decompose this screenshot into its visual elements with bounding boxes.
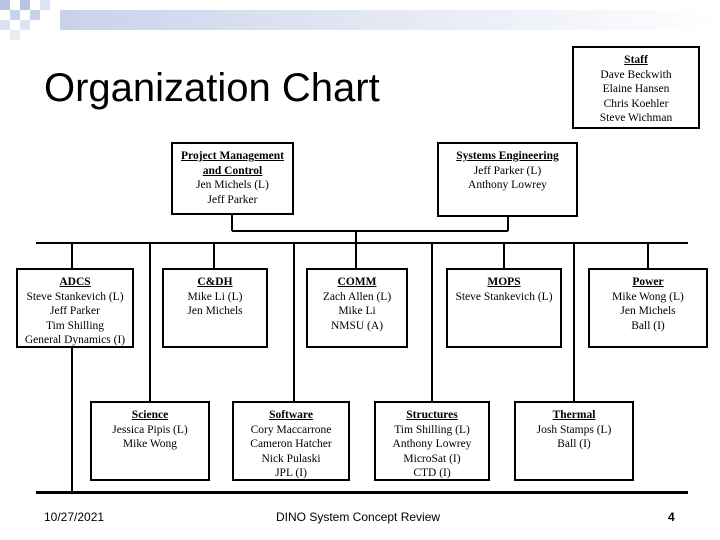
software-box: Software Cory Maccarrone Cameron Hatcher… [232, 401, 350, 481]
structures-member: CTD (I) [413, 467, 451, 479]
software-member: Cory Maccarrone [250, 423, 332, 436]
project-management-heading-1: Project Management [181, 150, 284, 162]
power-member: Jen Michels [620, 305, 676, 317]
science-heading: Science [131, 409, 169, 421]
cdh-member: Jen Michels [187, 305, 243, 317]
thermal-box: Thermal Josh Stamps (L) Ball (I) [514, 401, 634, 481]
structures-heading: Structures [406, 409, 458, 421]
power-member: Mike Wong (L) [612, 290, 684, 303]
science-member: Jessica Pipis (L) [112, 423, 188, 436]
systems-engineering-member: Jeff Parker (L) [473, 164, 542, 177]
power-member: Ball (I) [631, 319, 665, 332]
thermal-member: Josh Stamps (L) [536, 423, 612, 436]
thermal-member: Ball (I) [557, 438, 591, 450]
structures-member: MicroSat (I) [403, 452, 461, 465]
cdh-member: Mike Li (L) [187, 290, 243, 303]
comm-box: COMM Zach Allen (L) Mike Li NMSU (A) [306, 268, 408, 348]
staff-member: Chris Koehler [603, 97, 669, 110]
science-box: Science Jessica Pipis (L) Mike Wong [90, 401, 210, 481]
adcs-member: Jeff Parker [50, 305, 100, 317]
comm-member: NMSU (A) [330, 319, 384, 332]
systems-engineering-box: Systems Engineering Jeff Parker (L) Anth… [437, 142, 578, 217]
power-heading: Power [632, 276, 664, 288]
adcs-heading: ADCS [59, 276, 91, 288]
power-box: Power Mike Wong (L) Jen Michels Ball (I) [588, 268, 708, 348]
adcs-member: General Dynamics (I) [24, 334, 126, 346]
project-management-member: Jeff Parker [207, 193, 258, 206]
cdh-box: C&DH Mike Li (L) Jen Michels [162, 268, 268, 348]
thermal-heading: Thermal [552, 409, 596, 421]
project-management-box: Project Management and Control Jen Miche… [171, 142, 294, 215]
staff-heading: Staff [624, 54, 648, 66]
mops-box: MOPS Steve Stankevich (L) [446, 268, 562, 348]
software-member: Nick Pulaski [261, 452, 321, 465]
software-heading: Software [269, 409, 313, 421]
systems-engineering-member: Anthony Lowrey [468, 179, 547, 191]
project-management-heading-2: and Control [202, 164, 263, 177]
staff-member: Steve Wichman [599, 112, 673, 124]
page-title: Organization Chart [44, 66, 380, 110]
structures-member: Anthony Lowrey [392, 438, 472, 450]
adcs-member: Tim Shilling [45, 319, 105, 332]
project-management-member: Jen Michels (L) [196, 179, 269, 191]
corner-decoration [0, 0, 720, 40]
structures-box: Structures Tim Shilling (L) Anthony Lowr… [374, 401, 490, 481]
staff-box: Staff Dave Beckwith Elaine Hansen Chris … [572, 46, 700, 129]
footer-date: 10/27/2021 [44, 510, 105, 524]
software-member: Cameron Hatcher [250, 438, 332, 450]
science-member: Mike Wong [122, 438, 178, 450]
staff-member: Elaine Hansen [602, 83, 670, 95]
mops-member: Steve Stankevich (L) [455, 290, 553, 303]
footer-rule [36, 491, 688, 494]
footer-title: DINO System Concept Review [276, 510, 441, 524]
mops-heading: MOPS [487, 276, 521, 288]
software-member: JPL (I) [275, 467, 307, 479]
systems-engineering-heading: Systems Engineering [456, 150, 559, 162]
adcs-box: ADCS Steve Stankevich (L) Jeff Parker Ti… [16, 268, 134, 348]
comm-member: Mike Li [338, 305, 376, 317]
structures-member: Tim Shilling (L) [394, 423, 470, 436]
page-number: 4 [668, 510, 675, 524]
comm-member: Zach Allen (L) [322, 290, 392, 303]
cdh-heading: C&DH [197, 276, 233, 288]
staff-member: Dave Beckwith [600, 68, 672, 81]
adcs-member: Steve Stankevich (L) [26, 290, 124, 303]
comm-heading: COMM [337, 276, 377, 288]
